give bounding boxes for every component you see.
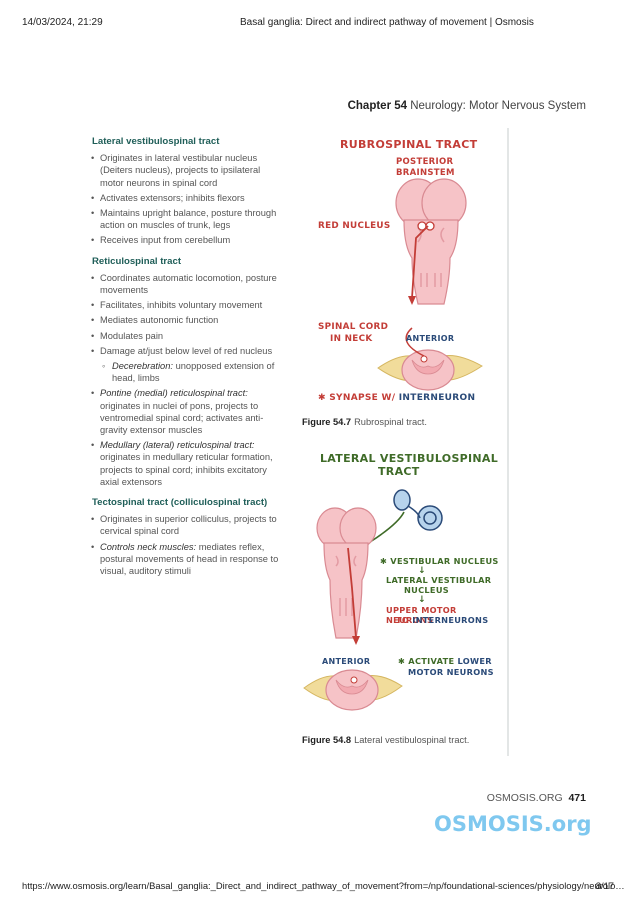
inner-ear [393,489,443,531]
caption-number: Figure 54.8 [302,735,352,745]
text-column: Lateral vestibulospinal tract Originates… [90,136,286,580]
fig2-label-motor-neurons: MOTOR NEURONS [408,667,494,677]
term-text: originates in medullary reticular format… [100,452,273,487]
brainstem-shape-2 [316,507,377,639]
list-item: Facilitates, inhibits voluntary movement [90,299,286,311]
fig2-label-activate: ✱ ACTIVATE LOWER [398,656,492,666]
fig1-label-anterior: ANTERIOR [406,334,455,343]
interneuron-text: INTERNEURON [398,393,476,403]
list-item: Mediates autonomic function [90,314,286,326]
fig1-label-red-nucleus: RED NUCLEUS [318,221,391,231]
rubrospinal-illustration [377,178,483,391]
logo-main: OSMOSIS [434,812,544,836]
list-item: Coordinates automatic locomotion, postur… [90,272,286,296]
lower-text: LOWER [457,656,492,666]
fig1-label-in-neck: IN NECK [330,334,373,344]
fig1-label-synapse: ✱ SYNAPSE W/ INTERNEURON [318,393,475,403]
to-text: TO [396,615,413,625]
brainstem-shape [395,178,467,305]
spinal-cord-section-2 [303,669,403,711]
term: Decerebration: [112,361,173,372]
footer-org: OSMOSIS.ORG 471 [487,792,586,804]
term-text: originates in nuclei of pons, projects t… [100,400,264,436]
section-heading-reticulospinal: Reticulospinal tract [92,255,182,267]
reticulospinal-list: Coordinates automatic locomotion, postur… [90,272,286,357]
list-item: Controls neck muscles: mediates reflex, … [90,541,286,578]
page-number: 471 [568,792,586,804]
section-heading-tectospinal: Tectospinal tract (colliculospinal tract… [92,497,268,509]
interneurons-text: INTERNEURONS [412,615,489,625]
fig2-title-line2: TRACT [378,465,420,478]
fig2-title-line1: LATERAL VESTIBULOSPINAL [320,452,499,465]
vestibular-nerve-line [369,511,405,543]
caption-text: Rubrospinal tract. [354,417,427,427]
brainstem-detail-2 [335,555,357,616]
list-item: Pontine (medial) reticulospinal tract: o… [90,387,286,436]
org-name: OSMOSIS.ORG [486,792,563,804]
list-item: Damage at/just below level of red nucleu… [90,345,286,357]
fig2-label-vestibular-nucleus: ✱ VESTIBULAR NUCLEUS [380,556,499,566]
figure-lateral-vestibulospinal: LATERAL VESTIBULOSPINAL TRACT ✱ VESTIBUL… [300,448,505,728]
chapter-title: Neurology: Motor Nervous System [410,100,586,112]
print-page-count: 8/17 [595,880,614,891]
fig1-label-posterior: POSTERIOR [396,157,454,167]
osmosis-logo: OSMOSIS.org [434,808,592,837]
term: Medullary (lateral) reticulospinal tract… [100,440,255,451]
logo-suffix: .org [543,812,592,836]
lateral-vestibulospinal-list: Originates in lateral vestibular nucleus… [90,152,286,247]
synapse-text: ✱ SYNAPSE W/ [318,393,399,403]
fig2-label-to-interneurons: TO INTERNEURONS [396,615,488,625]
column-divider [507,128,509,756]
chapter-label: Chapter 54 [347,100,408,112]
reticulospinal-sublist: Decerebration: unopposed extension of he… [90,360,286,384]
fig2-label-lateral: LATERAL VESTIBULAR [386,575,492,585]
spinal-cord-section [377,327,483,391]
fig1-title: RUBROSPINAL TRACT [340,138,478,151]
list-item: Originates in lateral vestibular nucleus… [90,152,286,189]
reticulospinal-list-2: Pontine (medial) reticulospinal tract: o… [90,387,286,488]
fig1-label-spinal-cord: SPINAL CORD [318,322,389,332]
fig2-label-nucleus: NUCLEUS [404,585,449,595]
section-heading-lateral-vestibulospinal: Lateral vestibulospinal tract [92,136,220,147]
term-text: mediates reflex, postural movements of h… [100,541,279,577]
fig2-label-anterior: ANTERIOR [322,657,371,666]
fig1-label-brainstem: BRAINSTEM [396,168,455,178]
list-item: Medullary (lateral) reticulospinal tract… [90,439,286,488]
term: Pontine (medial) reticulospinal tract: [100,388,248,399]
print-datetime: 14/03/2024, 21:29 [22,17,103,28]
caption-text: Lateral vestibulospinal tract. [354,735,470,745]
list-item: Receives input from cerebellum [90,234,286,246]
fig2-arrow-1: ↓ [418,566,426,576]
print-url: https://www.osmosis.org/learn/Basal_gang… [22,880,625,891]
chapter-header: Chapter 54 Neurology: Motor Nervous Syst… [348,100,586,112]
red-nucleus-right [425,221,435,231]
print-page-title: Basal ganglia: Direct and indirect pathw… [240,17,534,28]
tectospinal-list: Originates in superior colliculus, proje… [90,513,286,577]
list-item: Originates in superior colliculus, proje… [90,513,286,537]
activate-text: ✱ ACTIVATE [398,656,458,666]
list-item: Modulates pain [90,330,286,342]
vestibulospinal-tract-line [347,547,357,639]
term-text: unopposed extension of head, limbs [112,361,275,384]
rubrospinal-tract-line [411,225,429,299]
vestibulospinal-illustration [303,489,443,711]
term: Controls neck muscles: [100,541,197,552]
figure-rubrospinal: RUBROSPINAL TRACT POSTERIOR BRAINSTEM RE… [300,128,500,410]
fig2-arrow-2: ↓ [418,595,426,605]
caption-number: Figure 54.7 [302,417,352,427]
fig2-label-upper-motor: UPPER MOTOR NEURONS [386,605,457,625]
list-item: Maintains upright balance, posture throu… [90,207,286,231]
sub-list-item: Decerebration: unopposed extension of he… [90,360,286,384]
list-item: Activates extensors; inhibits flexors [90,192,286,204]
